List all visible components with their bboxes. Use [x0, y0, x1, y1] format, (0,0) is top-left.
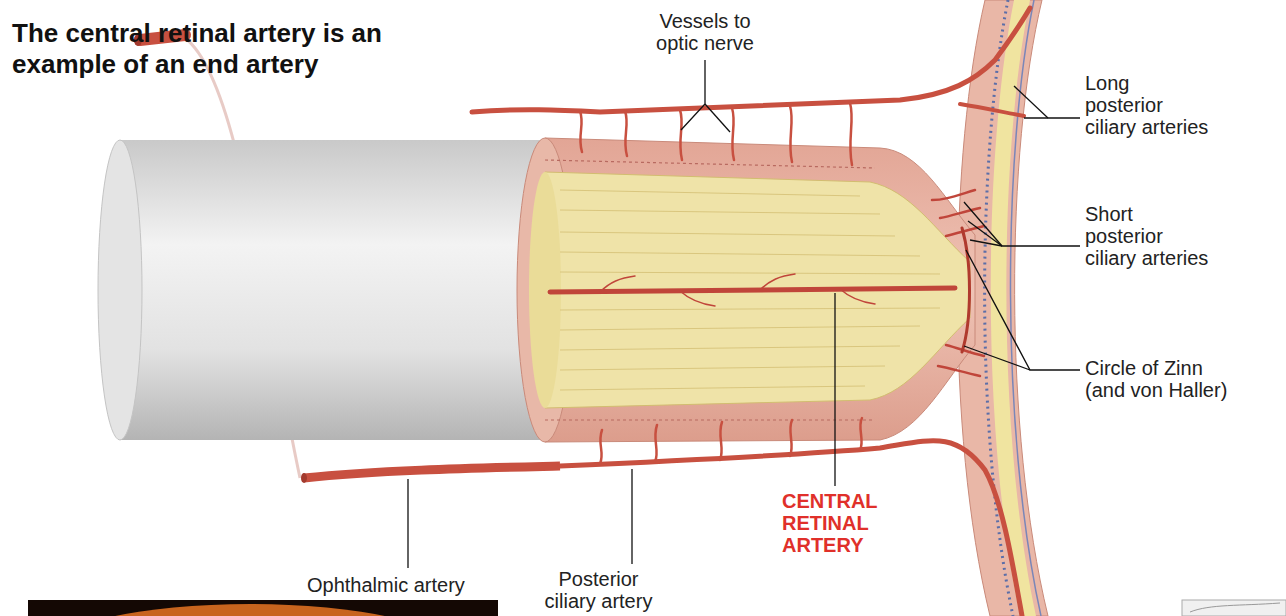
arteries-part-part: [860, 418, 862, 450]
optic-nerve-part: [545, 419, 875, 420]
part-label: Ophthalmic artery: [307, 574, 465, 596]
optic-nerve-part-part: [560, 210, 880, 214]
arteries-part: [550, 288, 955, 292]
arteries-part-part: [680, 291, 715, 306]
part-label: Long posterior ciliary arteries: [1085, 72, 1211, 138]
leader-lines: [408, 60, 1080, 568]
part-label: Short posterior ciliary arteries: [1085, 203, 1211, 269]
optic-nerve: [98, 138, 975, 442]
optic-nerve-part-part: [560, 252, 920, 256]
leader-lines-part: [966, 250, 1080, 370]
arteries-part-part: [760, 274, 795, 290]
leader-lines-part: [1024, 117, 1080, 118]
diagram-title: The central retinal artery is an example…: [12, 18, 422, 80]
leader-lines-part: [1014, 86, 1048, 118]
arteries-part-part: [600, 276, 635, 292]
sketch-thumbnail-part: [1190, 603, 1280, 612]
optic-nerve-part-part: [560, 386, 865, 390]
arteries-part-part: [850, 103, 852, 165]
leader-lines-part: [705, 104, 730, 132]
arteries-part-part: [938, 366, 980, 376]
arteries-part: [304, 466, 560, 478]
part-label: Posterior ciliary artery: [541, 568, 656, 612]
optic-nerve-part: [98, 140, 142, 440]
leader-lines-part: [964, 346, 1030, 370]
leader-lines-part: [834, 293, 835, 486]
arteries-part: [932, 190, 984, 376]
arteries-part-part: [580, 111, 582, 152]
eyeball-wall-part: [985, 0, 1013, 616]
arteries-part-part: [790, 106, 792, 162]
optic-nerve-part-part: [560, 346, 900, 350]
optic-nerve-part: [545, 138, 975, 442]
optic-nerve-part-part: [560, 326, 920, 330]
arteries-part-part: [932, 190, 975, 200]
arteries-part-part: [720, 422, 722, 460]
leader-lines-part: [681, 60, 705, 130]
arteries-part: [301, 473, 307, 483]
sketch-thumbnail-part: [1182, 600, 1286, 616]
arteries-part: [962, 228, 970, 352]
optic-nerve-part-part: [560, 308, 940, 310]
optic-nerve-part-part: [560, 272, 940, 274]
arteries-part-part: [840, 289, 875, 304]
arteries-part-part: [655, 425, 657, 462]
optic-nerve-part-part: [560, 190, 860, 196]
leader-lines-part: [970, 240, 1002, 246]
arteries-part-part: [680, 110, 682, 160]
arteries-part-part: [600, 430, 602, 464]
optic-nerve-part-part: [560, 366, 885, 370]
arteries: [134, 8, 1030, 616]
sketch-thumbnail: [1182, 600, 1286, 616]
arteries-part: [580, 103, 862, 464]
leader-lines-part: [964, 202, 1080, 246]
arteries-part: [600, 274, 875, 306]
leader-lines-part: [407, 479, 408, 568]
arteries-part-part: [625, 111, 627, 156]
highlight-label: CENTRAL RETINAL ARTERY: [782, 490, 882, 556]
optic-nerve-part: [120, 140, 550, 440]
leader-lines-part: [631, 469, 632, 564]
part-label: Circle of Zinn (and von Haller): [1085, 357, 1245, 401]
optic-nerve-part-part: [560, 232, 895, 236]
arteries-part-part: [790, 420, 792, 456]
leader-lines-part: [968, 221, 1002, 246]
arteries-part: [472, 8, 1030, 112]
part-label: Vessels to optic nerve: [649, 10, 761, 54]
fundus-photo: [28, 600, 498, 616]
optic-nerve-part: [545, 172, 970, 408]
arteries-part-part: [732, 108, 734, 160]
eyeball-wall-part: [1010, 0, 1041, 616]
optic-nerve-part: [545, 160, 875, 168]
arteries-part: [960, 104, 1024, 116]
fundus-photo-part: [50, 604, 450, 616]
